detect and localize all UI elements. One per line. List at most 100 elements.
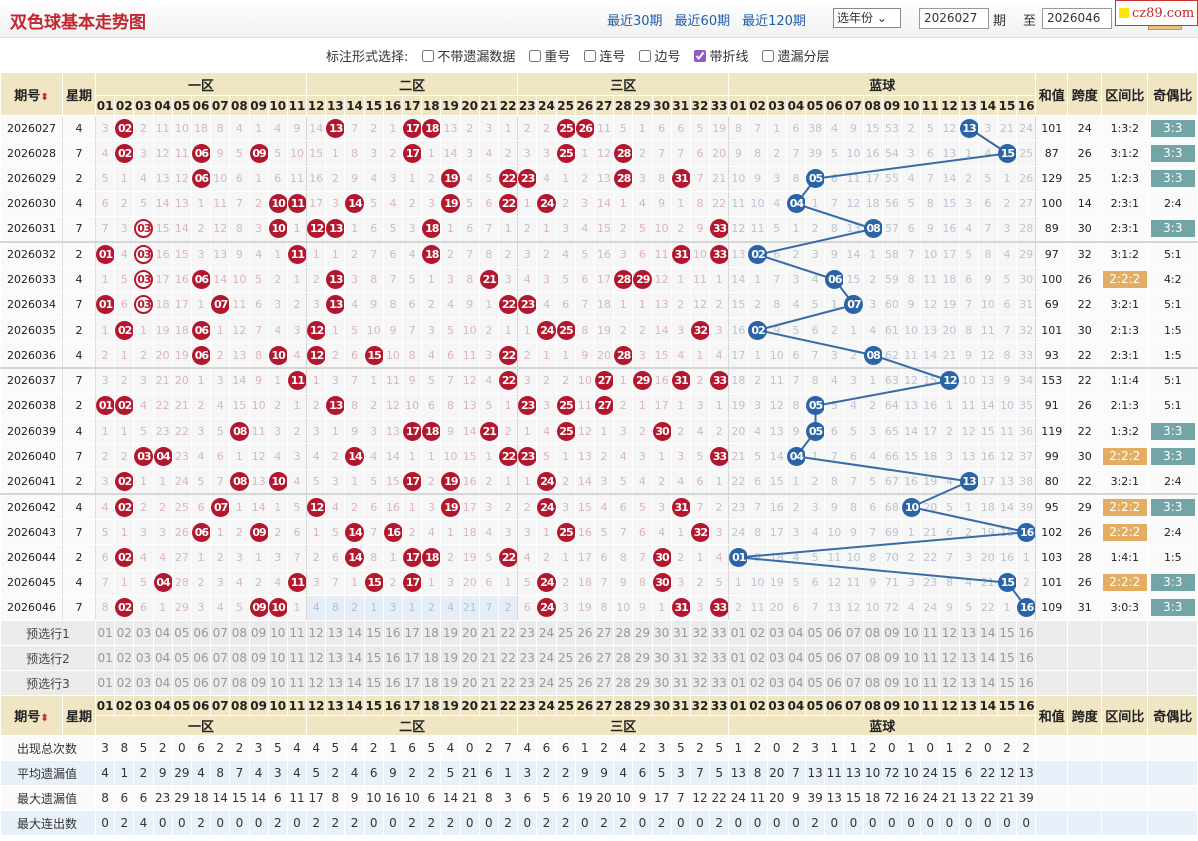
preselect-number[interactable]: 29 xyxy=(632,670,653,696)
preselect-number[interactable]: 07 xyxy=(210,670,231,696)
preselect-number[interactable]: 12 xyxy=(939,645,960,671)
preselect-number[interactable]: 07 xyxy=(843,670,864,696)
preselect-number[interactable]: 22 xyxy=(497,645,519,671)
to-period-input[interactable]: 2026046 xyxy=(1042,8,1112,29)
preselect-number[interactable]: 28 xyxy=(613,670,634,696)
option-repeat[interactable]: 重号 xyxy=(529,46,570,65)
preselect-number[interactable]: 13 xyxy=(958,670,979,696)
preselect-number[interactable]: 19 xyxy=(440,620,461,646)
preselect-number[interactable]: 31 xyxy=(670,620,691,646)
from-period-input[interactable]: 2026027 xyxy=(919,8,989,29)
preselect-number[interactable]: 05 xyxy=(805,620,826,646)
checkbox[interactable] xyxy=(694,49,707,62)
preselect-number[interactable]: 05 xyxy=(171,620,192,646)
recent-30-link[interactable]: 最近30期 xyxy=(607,14,663,29)
preselect-number[interactable]: 01 xyxy=(728,670,749,696)
preselect-number[interactable]: 11 xyxy=(286,645,308,671)
preselect-number[interactable]: 06 xyxy=(824,645,845,671)
preselect-number[interactable]: 33 xyxy=(709,620,730,646)
preselect-number[interactable]: 27 xyxy=(593,670,615,696)
preselect-number[interactable]: 10 xyxy=(267,670,288,696)
preselect-number[interactable]: 23 xyxy=(517,620,538,646)
preselect-number[interactable]: 27 xyxy=(593,645,615,671)
preselect-number[interactable]: 14 xyxy=(977,645,998,671)
preselect-number[interactable]: 29 xyxy=(632,620,653,646)
preselect-number[interactable]: 01 xyxy=(94,620,116,646)
preselect-number[interactable]: 15 xyxy=(996,670,1018,696)
preselect-number[interactable]: 11 xyxy=(920,670,941,696)
checkbox[interactable] xyxy=(422,49,435,62)
preselect-number[interactable]: 01 xyxy=(94,645,116,671)
preselect-number[interactable]: 08 xyxy=(862,670,883,696)
preselect-number[interactable]: 32 xyxy=(689,670,711,696)
period-header[interactable]: 期号⬍ xyxy=(0,695,63,736)
preselect-number[interactable]: 32 xyxy=(689,620,711,646)
sort-icon[interactable]: ⬍ xyxy=(40,713,49,724)
preselect-number[interactable]: 23 xyxy=(517,645,538,671)
preselect-number[interactable]: 12 xyxy=(939,620,960,646)
preselect-number[interactable]: 26 xyxy=(574,645,595,671)
preselect-number[interactable]: 14 xyxy=(344,645,365,671)
preselect-number[interactable]: 09 xyxy=(881,670,902,696)
preselect-number[interactable]: 06 xyxy=(190,670,212,696)
preselect-number[interactable]: 08 xyxy=(862,620,883,646)
preselect-number[interactable]: 11 xyxy=(920,645,941,671)
preselect-number[interactable]: 14 xyxy=(344,620,365,646)
preselect-number[interactable]: 13 xyxy=(325,645,346,671)
preselect-number[interactable]: 09 xyxy=(248,645,269,671)
preselect-number[interactable]: 14 xyxy=(977,620,998,646)
preselect-number[interactable]: 04 xyxy=(152,670,173,696)
preselect-number[interactable]: 16 xyxy=(382,620,404,646)
preselect-number[interactable]: 09 xyxy=(881,645,902,671)
preselect-number[interactable]: 17 xyxy=(402,620,423,646)
preselect-number[interactable]: 02 xyxy=(747,645,768,671)
preselect-number[interactable]: 10 xyxy=(900,620,922,646)
preselect-number[interactable]: 14 xyxy=(977,670,998,696)
preselect-number[interactable]: 33 xyxy=(709,670,730,696)
preselect-number[interactable]: 01 xyxy=(728,645,749,671)
preselect-number[interactable]: 16 xyxy=(1016,670,1037,696)
preselect-number[interactable]: 05 xyxy=(805,670,826,696)
preselect-number[interactable]: 20 xyxy=(459,645,480,671)
preselect-number[interactable]: 06 xyxy=(824,670,845,696)
preselect-number[interactable]: 23 xyxy=(517,670,538,696)
preselect-number[interactable]: 31 xyxy=(670,645,691,671)
preselect-number[interactable]: 10 xyxy=(900,670,922,696)
preselect-number[interactable]: 28 xyxy=(613,645,634,671)
preselect-number[interactable]: 06 xyxy=(190,620,212,646)
preselect-number[interactable]: 03 xyxy=(133,670,154,696)
preselect-number[interactable]: 12 xyxy=(939,670,960,696)
option-edge[interactable]: 边号 xyxy=(639,46,680,65)
preselect-number[interactable]: 26 xyxy=(574,670,595,696)
preselect-number[interactable]: 20 xyxy=(459,620,480,646)
preselect-number[interactable]: 05 xyxy=(171,670,192,696)
preselect-number[interactable]: 04 xyxy=(785,670,807,696)
preselect-number[interactable]: 19 xyxy=(440,670,461,696)
checkbox[interactable] xyxy=(762,49,775,62)
preselect-number[interactable]: 09 xyxy=(248,620,269,646)
preselect-number[interactable]: 03 xyxy=(766,670,787,696)
preselect-number[interactable]: 25 xyxy=(555,620,576,646)
preselect-number[interactable]: 01 xyxy=(94,670,116,696)
preselect-number[interactable]: 09 xyxy=(248,670,269,696)
preselect-number[interactable]: 16 xyxy=(1016,645,1037,671)
preselect-number[interactable]: 03 xyxy=(133,645,154,671)
preselect-number[interactable]: 02 xyxy=(747,620,768,646)
option-polyline[interactable]: 带折线 xyxy=(694,46,748,65)
preselect-number[interactable]: 25 xyxy=(555,645,576,671)
preselect-number[interactable]: 03 xyxy=(766,645,787,671)
preselect-number[interactable]: 04 xyxy=(152,620,173,646)
preselect-number[interactable]: 17 xyxy=(402,645,423,671)
preselect-number[interactable]: 07 xyxy=(210,645,231,671)
preselect-number[interactable]: 08 xyxy=(229,670,250,696)
preselect-number[interactable]: 17 xyxy=(402,670,423,696)
preselect-number[interactable]: 25 xyxy=(555,670,576,696)
preselect-number[interactable]: 01 xyxy=(728,620,749,646)
option-consecutive[interactable]: 连号 xyxy=(584,46,625,65)
preselect-number[interactable]: 32 xyxy=(689,645,711,671)
preselect-number[interactable]: 08 xyxy=(229,620,250,646)
preselect-number[interactable]: 03 xyxy=(133,620,154,646)
preselect-number[interactable]: 30 xyxy=(651,620,672,646)
preselect-number[interactable]: 13 xyxy=(325,620,346,646)
preselect-number[interactable]: 22 xyxy=(497,620,519,646)
